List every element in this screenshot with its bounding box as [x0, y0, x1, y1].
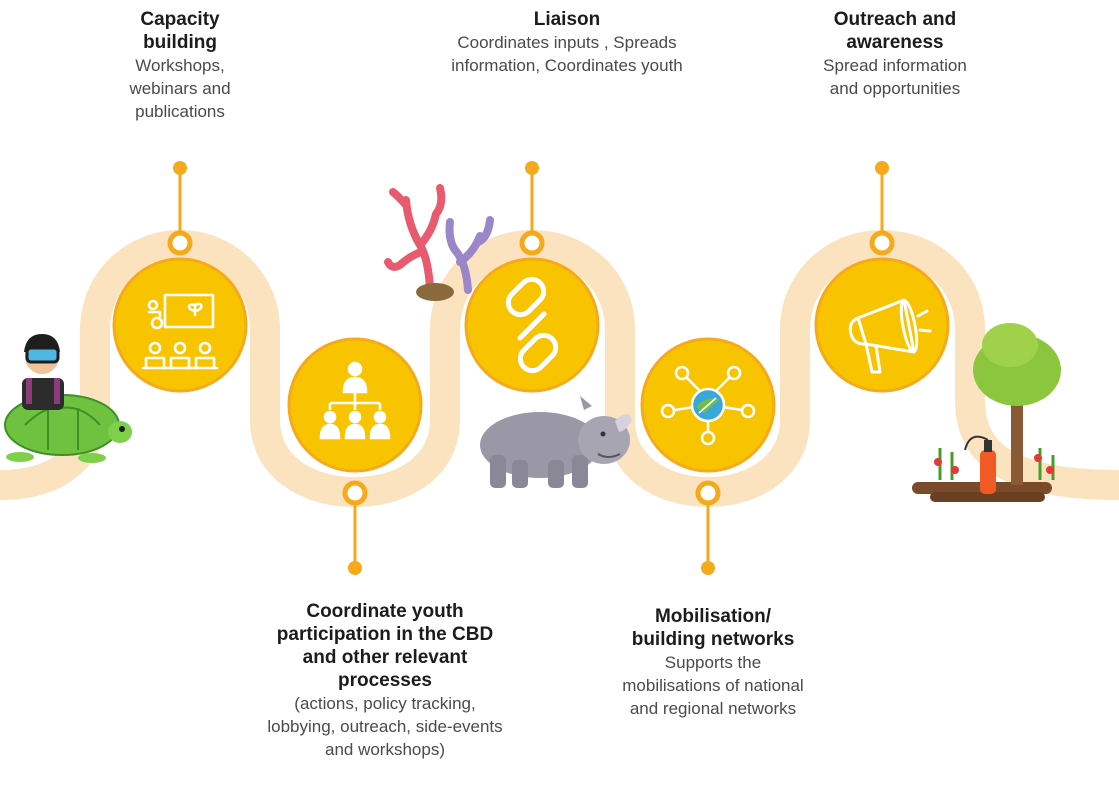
step-label-coordinate-youth: Coordinate youth participation in the CB… — [265, 600, 505, 761]
step-title: Mobilisation/ building networks — [631, 606, 795, 650]
step-title: Coordinate youth participation in the CB… — [276, 601, 494, 691]
coral-illustration — [384, 184, 494, 301]
step-title: Capacity building — [140, 9, 220, 53]
step-description: Spread information and opportunities — [823, 56, 967, 98]
step-description: (actions, policy tracking, lobbying, out… — [267, 694, 503, 759]
megaphone-icon — [848, 298, 932, 374]
connectors — [167, 161, 895, 575]
chain-link-icon — [505, 276, 559, 374]
diver-on-turtle-illustration — [4, 334, 132, 463]
step-label-mobilisation: Mobilisation/ building networks Supports… — [618, 605, 808, 720]
presentation-icon — [141, 293, 219, 370]
tree-and-garden-illustration — [912, 323, 1061, 502]
hierarchy-icon — [319, 361, 391, 440]
network-globe-icon — [660, 365, 756, 446]
step-description: Coordinates inputs , Spreads information… — [451, 33, 683, 75]
rhino-illustration — [480, 396, 632, 488]
step-label-outreach: Outreach and awareness Spread informatio… — [820, 8, 970, 100]
step-label-capacity-building: Capacity building Workshops, webinars an… — [120, 8, 240, 123]
step-circle-5 — [814, 257, 950, 393]
step-circle-1 — [112, 257, 248, 393]
step-label-liaison: Liaison Coordinates inputs , Spreads inf… — [432, 8, 702, 77]
step-description: Workshops, webinars and publications — [129, 56, 231, 121]
step-title: Outreach and awareness — [833, 9, 957, 53]
step-description: Supports the mobilisations of national a… — [622, 653, 804, 718]
step-title: Liaison — [533, 9, 601, 30]
